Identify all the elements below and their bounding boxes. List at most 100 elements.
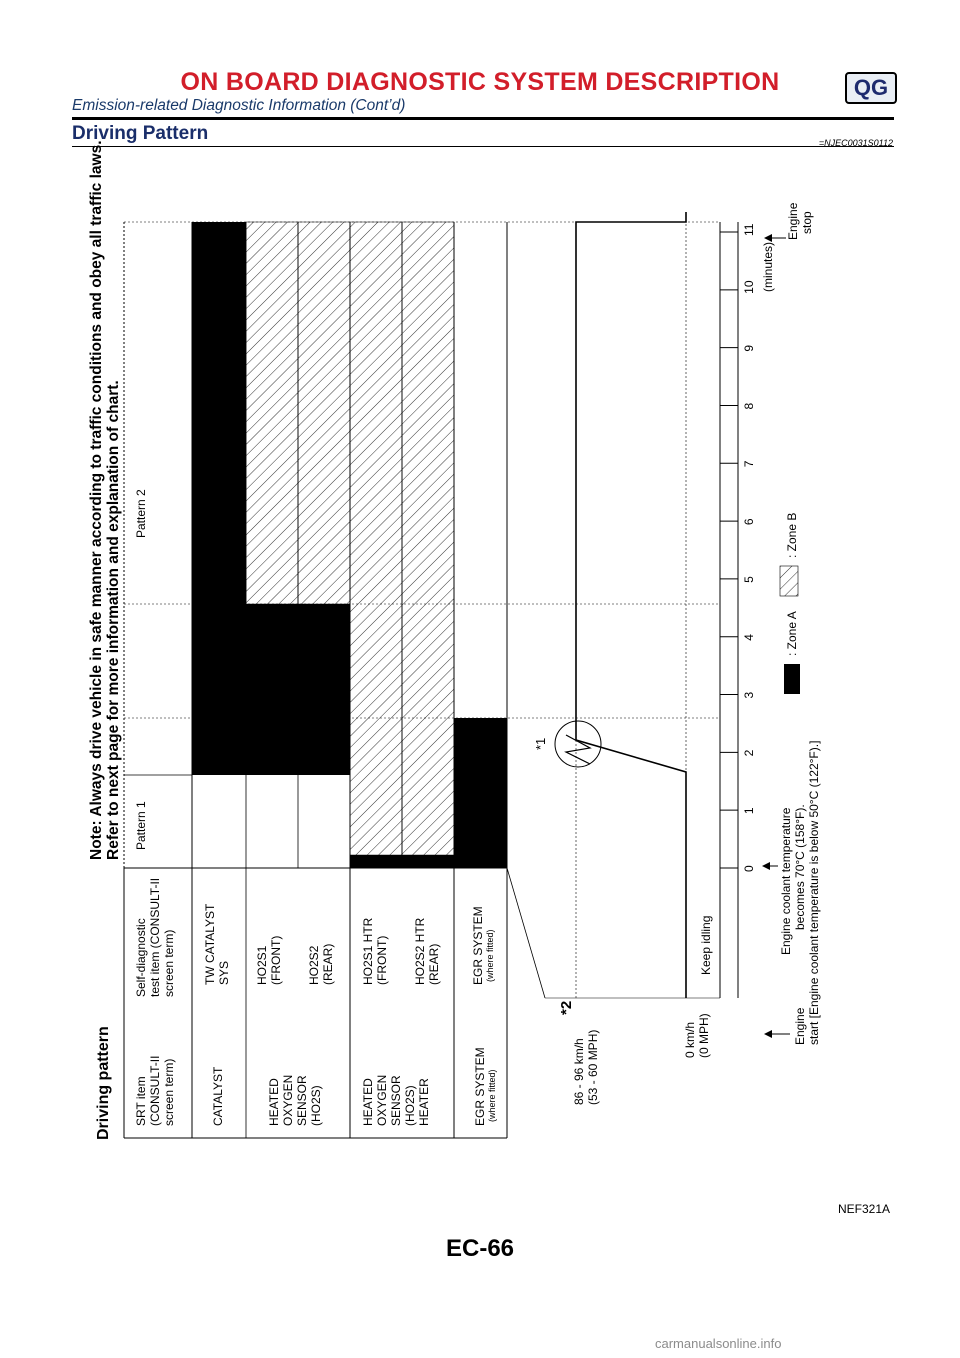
engine-stop-line2: stop (800, 211, 814, 234)
engine-stop-line1: Engine (786, 202, 800, 240)
time-tick-label: 4 (742, 634, 756, 641)
svg-text:(REAR): (REAR) (321, 944, 335, 985)
section-ref: =NJEC0031S0112 (818, 138, 893, 148)
svg-text:SENSOR: SENSOR (389, 1075, 403, 1126)
svg-text:HEATER: HEATER (417, 1078, 431, 1126)
group-catalyst: CATALYST (211, 1066, 225, 1126)
section-title: Driving Pattern (72, 123, 209, 144)
svg-text:(HO2S): (HO2S) (309, 1085, 323, 1126)
svg-text:screen term): screen term) (162, 1059, 176, 1126)
time-tick-label: 9 (742, 345, 756, 352)
svg-text:Self-diagnostic: Self-diagnostic (134, 918, 148, 997)
time-tick-label: 6 (742, 518, 756, 525)
bar-ho2s2-zone-a (298, 604, 350, 775)
engine-start-line1: Engine (793, 1007, 807, 1045)
note-star-1: *1 (533, 738, 548, 750)
model-badge: QG (845, 72, 897, 104)
pattern-1-label: Pattern 1 (134, 801, 148, 850)
time-tick-label: 0 (742, 865, 756, 872)
group-egr-system: EGR SYSTEM (473, 1047, 487, 1126)
figure-id: NEF321A (838, 1202, 891, 1216)
group-egr-where-fitted: (where fitted) (487, 1069, 497, 1122)
bar-egr-zone-a (454, 718, 507, 868)
bar-ho2s2-htr-zone-b (401, 221, 455, 856)
legend-zone-b-label: : Zone B (785, 513, 799, 558)
svg-text:HO2S2: HO2S2 (307, 945, 321, 985)
item-tw-catalyst: TW CATALYST SYS (203, 903, 231, 985)
svg-text:(HO2S): (HO2S) (403, 1085, 417, 1126)
note-line-1: Note: Always drive vehicle in safe manne… (88, 140, 105, 860)
coolant-line1: Engine coolant temperature (779, 807, 793, 955)
legend-zone-b-swatch (779, 565, 799, 597)
svg-text:test item (CONSULT-II: test item (CONSULT-II (148, 878, 162, 997)
svg-text:TW CATALYST: TW CATALYST (203, 903, 217, 985)
bar-ho2s2-zone-b (297, 221, 351, 605)
svg-text:SENSOR: SENSOR (295, 1075, 309, 1126)
pattern-2-label: Pattern 2 (134, 489, 148, 538)
time-tick-label: 7 (742, 460, 756, 467)
bar-tw-catalyst-zone-a (192, 222, 246, 775)
group-heated-oxygen-sensor-heater: HEATED OXYGEN SENSOR (HO2S) HEATER (361, 1075, 431, 1126)
item-ho2s1: HO2S1 (FRONT) (255, 936, 283, 985)
item-egr-where-fitted: (where fitted) (485, 929, 495, 982)
svg-text:(FRONT): (FRONT) (269, 936, 283, 985)
column-header-srt: SRT item (CONSULT-II screen term) (134, 1056, 176, 1126)
time-axis-ticks: 0 1 2 3 4 5 6 7 8 9 10 11 (720, 223, 756, 872)
speed-high-kmh: 86 - 96 km/h (572, 1038, 586, 1105)
engine-stop-marker (764, 234, 786, 242)
group-heated-oxygen-sensor: HEATED OXYGEN SENSOR (HO2S) (267, 1075, 323, 1126)
svg-text:HO2S1: HO2S1 (255, 945, 269, 985)
coolant-marker (762, 862, 778, 870)
keep-idling-label: Keep idling (699, 916, 713, 975)
svg-text:(CONSULT-II: (CONSULT-II (148, 1056, 162, 1126)
item-ho2s1-htr: HO2S1 HTR (FRONT) (361, 917, 389, 985)
page-number: EC-66 (445, 1235, 515, 1262)
legend-zone-a-swatch (784, 664, 800, 694)
item-egr-system: EGR SYSTEM (471, 906, 485, 985)
speed-trace (554, 212, 687, 998)
watermark: carmanualsonline.info (655, 1336, 782, 1351)
speed-high-mph: (53 - 60 MPH) (586, 1030, 600, 1105)
svg-text:HO2S2 HTR: HO2S2 HTR (413, 917, 427, 985)
speed-low-mph: (0 MPH) (697, 1013, 711, 1058)
time-tick-label: 8 (742, 402, 756, 409)
svg-text:OXYGEN: OXYGEN (281, 1075, 295, 1126)
speed-low-kmh: 0 km/h (683, 1022, 697, 1058)
svg-text:HEATED: HEATED (361, 1078, 375, 1126)
svg-text:HEATED: HEATED (267, 1078, 281, 1126)
time-tick-label: 2 (742, 749, 756, 756)
svg-text:HO2S1 HTR: HO2S1 HTR (361, 917, 375, 985)
svg-text:screen term): screen term) (162, 930, 176, 997)
note-line-2: Refer to next page for more information … (105, 380, 122, 860)
zone-bars (192, 221, 507, 868)
figure-heading: Driving pattern (95, 1026, 112, 1140)
time-tick-label: 3 (742, 692, 756, 699)
item-ho2s2-htr: HO2S2 HTR (REAR) (413, 917, 441, 985)
svg-text:(REAR): (REAR) (427, 944, 441, 985)
svg-text:(FRONT): (FRONT) (375, 936, 389, 985)
legend-zone-a-label: : Zone A (785, 611, 799, 656)
coolant-line2: becomes 70°C (158°F). (793, 804, 807, 930)
item-ho2s2: HO2S2 (REAR) (307, 944, 335, 985)
svg-text:OXYGEN: OXYGEN (375, 1075, 389, 1126)
time-unit-label: (minutes) (761, 242, 775, 292)
bar-ho2s1-htr-zone-b (349, 221, 403, 856)
time-tick-label: 11 (742, 223, 756, 236)
bar-ho2s2-htr-zone-a (402, 855, 454, 868)
svg-text:SYS: SYS (217, 961, 231, 985)
section-rule (72, 146, 894, 147)
time-tick-label: 10 (742, 280, 756, 294)
header-rule (72, 117, 894, 120)
note-star-2: *2 (558, 1001, 575, 1015)
engine-start-marker (764, 1030, 790, 1038)
svg-text:SRT item: SRT item (134, 1076, 148, 1126)
bar-ho2s1-htr-zone-a (350, 855, 402, 868)
column-header-self-diagnostic: Self-diagnostic test item (CONSULT-II sc… (134, 878, 176, 997)
page-header-title: ON BOARD DIAGNOSTIC SYSTEM DESCRIPTION (180, 68, 780, 96)
time-tick-label: 1 (742, 807, 756, 814)
bar-ho2s1-zone-a (246, 604, 298, 775)
engine-start-line2: start [Engine coolant temperature is bel… (807, 741, 821, 1045)
page-header-subtitle: Emission-related Diagnostic Information … (72, 97, 406, 114)
time-tick-label: 5 (742, 576, 756, 583)
